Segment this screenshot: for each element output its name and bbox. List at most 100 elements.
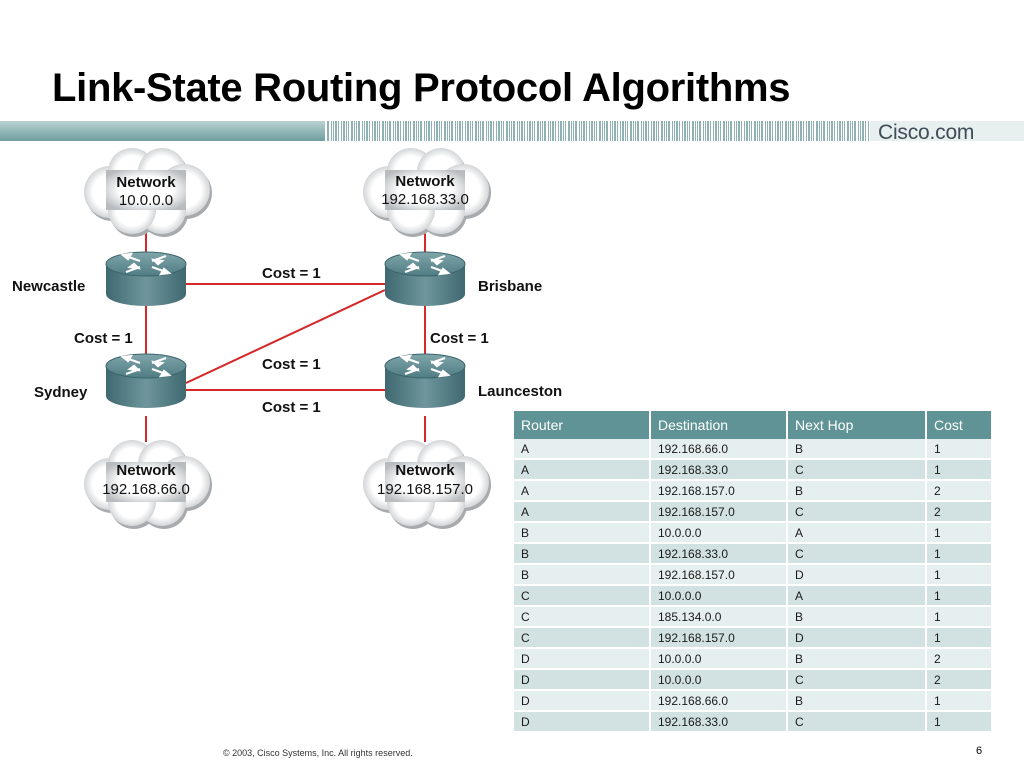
table-cell-router: A: [514, 459, 651, 481]
table-cell-destination: 10.0.0.0: [650, 648, 788, 670]
table-cell-cost: 1: [926, 627, 991, 649]
table-cell-cost: 1: [926, 711, 991, 733]
table-cell-next-hop: B: [787, 690, 927, 712]
table-cell-next-hop: D: [787, 627, 927, 649]
router-icon-sydney: [104, 352, 188, 410]
table-cell-next-hop: C: [787, 711, 927, 733]
column-header-router: Router: [514, 411, 651, 439]
network-label: Network: [116, 462, 176, 479]
table-cell-destination: 10.0.0.0: [650, 669, 788, 691]
table-cell-destination: 192.168.157.0: [650, 564, 788, 586]
network-cloud-top-left: Network 10.0.0.0: [84, 148, 212, 237]
table-cell-router: B: [514, 522, 651, 544]
table-cell-next-hop: D: [787, 564, 927, 586]
table-cell-router: A: [514, 480, 651, 502]
table-cell-cost: 1: [926, 439, 991, 460]
cost-label-sydney-launceston: Cost = 1: [262, 399, 321, 416]
table-cell-router: A: [514, 501, 651, 523]
table-cell-router: A: [514, 439, 651, 460]
table-cell-router: C: [514, 606, 651, 628]
table-cell-next-hop: B: [787, 606, 927, 628]
table-cell-destination: 10.0.0.0: [650, 585, 788, 607]
router-label-launceston: Launceston: [478, 383, 562, 400]
router-label-brisbane: Brisbane: [478, 278, 542, 295]
table-cell-destination: 192.168.157.0: [650, 480, 788, 502]
network-cloud-bottom-left: Network 192.168.66.0: [84, 440, 212, 529]
network-cloud-top-right: Network 192.168.33.0: [363, 148, 491, 237]
table-cell-cost: 2: [926, 669, 991, 691]
column-header-destination: Destination: [650, 411, 788, 439]
header-banner: [0, 121, 1024, 141]
table-cell-router: D: [514, 648, 651, 670]
copyright-footer: © 2003, Cisco Systems, Inc. All rights r…: [223, 748, 413, 758]
table-cell-destination: 185.134.0.0: [650, 606, 788, 628]
table-cell-destination: 192.168.157.0: [650, 501, 788, 523]
table-cell-cost: 1: [926, 564, 991, 586]
table-cell-destination: 192.168.33.0: [650, 459, 788, 481]
table-cell-next-hop: B: [787, 439, 927, 460]
table-cell-router: B: [514, 564, 651, 586]
links: [145, 232, 426, 442]
page-number: 6: [976, 745, 983, 757]
table-cell-next-hop: B: [787, 648, 927, 670]
cisco-logo: Cisco.com: [878, 121, 975, 144]
router-icon-newcastle: [104, 250, 188, 308]
table-cell-destination: 192.168.66.0: [650, 690, 788, 712]
table-cell-router: D: [514, 690, 651, 712]
cost-label-newcastle-sydney: Cost = 1: [74, 330, 133, 347]
network-diagram: Network 10.0.0.0 Network 192.168.33.0 Ne…: [12, 148, 562, 529]
cost-label-brisbane-launceston: Cost = 1: [430, 330, 489, 347]
link-sydney-brisbane: [185, 289, 386, 384]
network-label: Network: [395, 462, 455, 479]
table-cell-cost: 1: [926, 585, 991, 607]
network-address: 10.0.0.0: [119, 192, 173, 209]
table-cell-next-hop: C: [787, 669, 927, 691]
table-cell-destination: 192.168.33.0: [650, 543, 788, 565]
slide-title: Link-State Routing Protocol Algorithms: [52, 66, 791, 110]
router-icon-brisbane: [383, 250, 467, 308]
table-cell-cost: 1: [926, 690, 991, 712]
table-cell-cost: 2: [926, 480, 991, 502]
table-cell-router: D: [514, 711, 651, 733]
router-label-newcastle: Newcastle: [12, 278, 85, 295]
table-cell-next-hop: C: [787, 459, 927, 481]
table-cell-next-hop: A: [787, 522, 927, 544]
table-cell-router: C: [514, 585, 651, 607]
table-cell-router: C: [514, 627, 651, 649]
table-cell-destination: 10.0.0.0: [650, 522, 788, 544]
table-cell-cost: 1: [926, 543, 991, 565]
network-label: Network: [116, 174, 176, 191]
table-cell-next-hop: C: [787, 501, 927, 523]
table-cell-cost: 1: [926, 522, 991, 544]
network-cloud-bottom-right: Network 192.168.157.0: [363, 440, 491, 529]
network-address: 192.168.157.0: [377, 481, 473, 498]
table-cell-router: D: [514, 669, 651, 691]
table-cell-destination: 192.168.66.0: [650, 439, 788, 460]
table-cell-cost: 2: [926, 648, 991, 670]
router-label-sydney: Sydney: [34, 384, 88, 401]
table-cell-cost: 2: [926, 501, 991, 523]
cost-label-sydney-brisbane: Cost = 1: [262, 356, 321, 373]
table-cell-next-hop: C: [787, 543, 927, 565]
cost-label-newcastle-brisbane: Cost = 1: [262, 265, 321, 282]
table-cell-router: B: [514, 543, 651, 565]
table-cell-destination: 192.168.33.0: [650, 711, 788, 733]
router-icon-launceston: [383, 352, 467, 410]
table-cell-next-hop: A: [787, 585, 927, 607]
network-label: Network: [395, 173, 455, 190]
table-cell-cost: 1: [926, 606, 991, 628]
